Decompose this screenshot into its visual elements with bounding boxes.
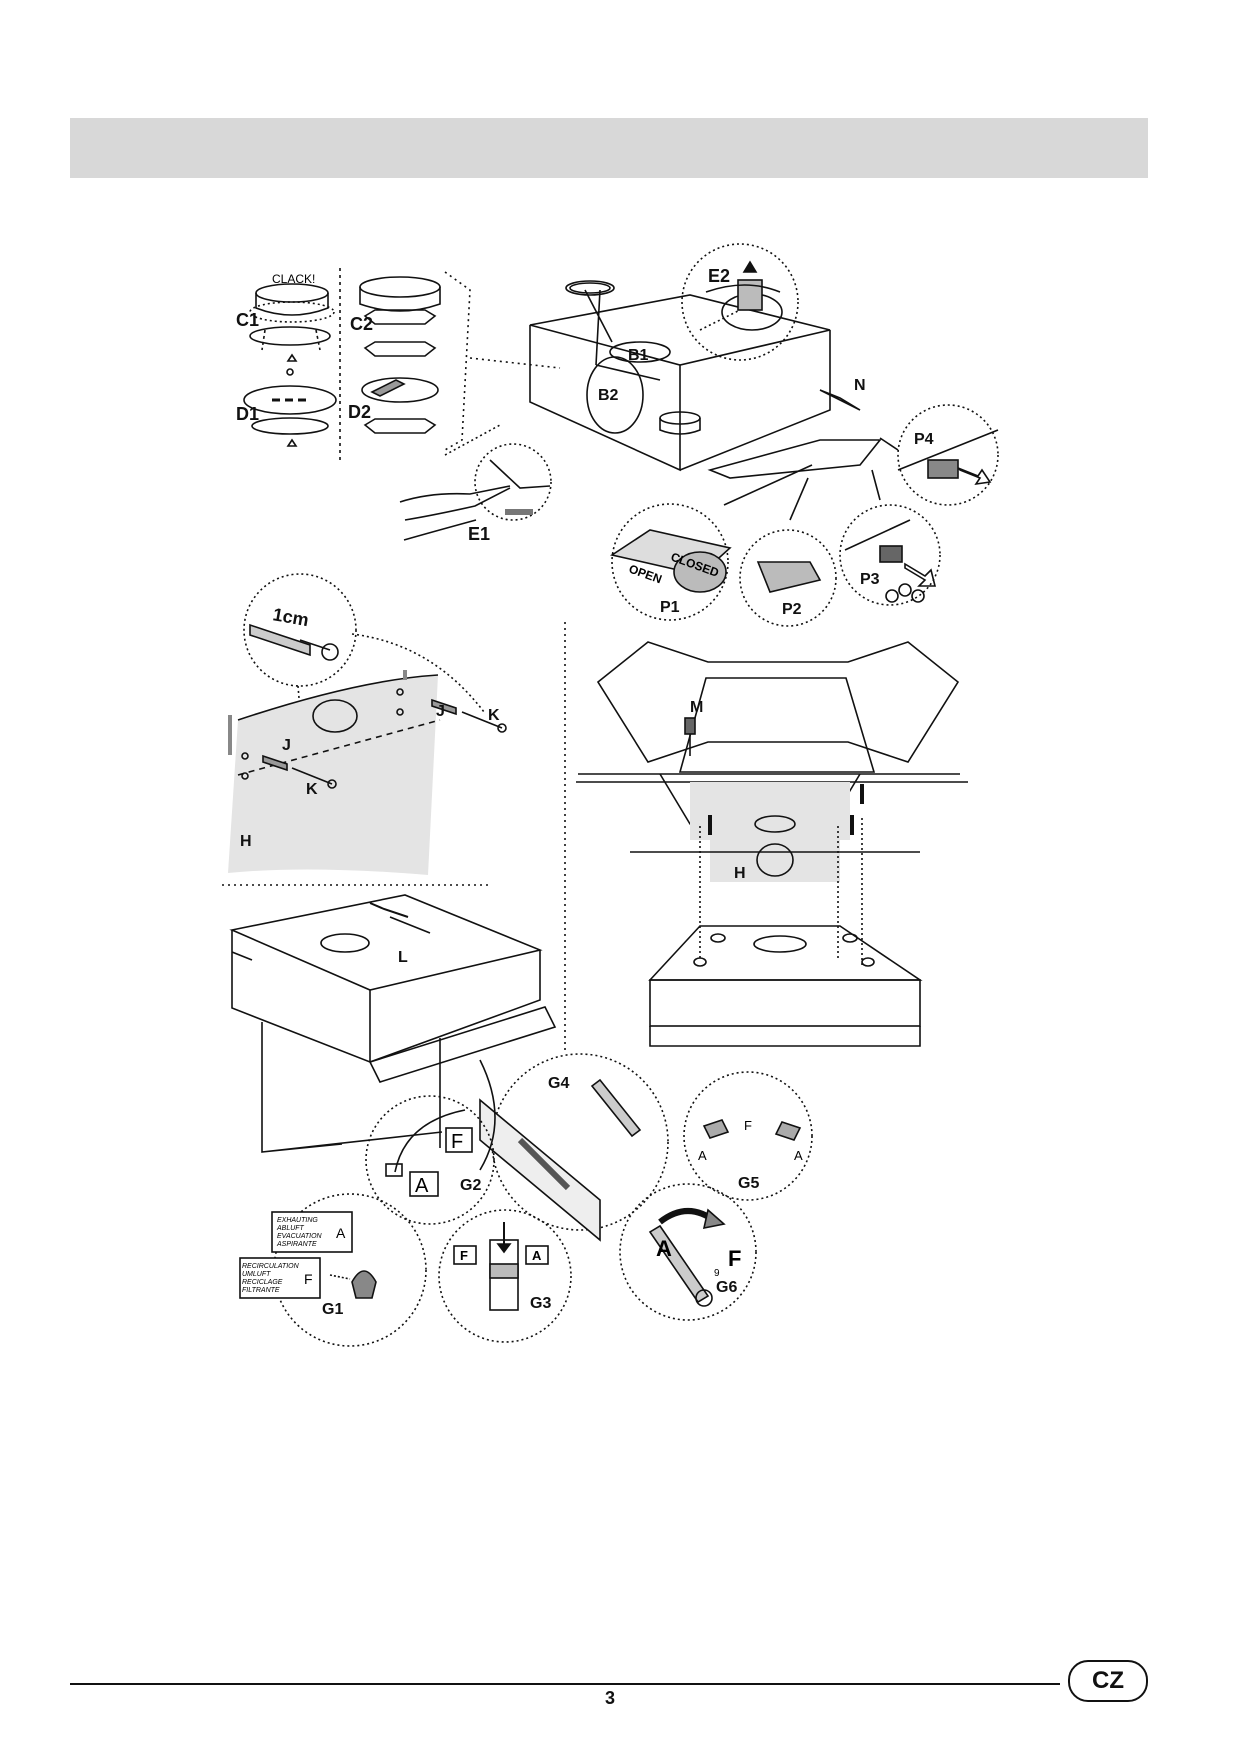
label-e1: E1 [468, 524, 490, 544]
footer-rule [70, 1683, 1060, 1685]
label-1cm: 1cm [271, 604, 310, 630]
exhausting-letter: A [336, 1225, 346, 1241]
exhausting-line-4: ASPIRANTE [276, 1241, 317, 1248]
hood-box-top [529, 280, 882, 479]
header-bar [70, 118, 1148, 178]
g1-exhausting-panel: EXHAUTING ABLUFT EVACUATION ASPIRANTE A [276, 1217, 346, 1248]
label-g3: G3 [530, 1295, 551, 1312]
label-g3-a: A [532, 1248, 542, 1263]
label-g3-f: F [460, 1248, 468, 1263]
recirculation-letter: F [304, 1271, 313, 1287]
page-number: 3 [604, 1688, 615, 1708]
label-d2: D2 [348, 402, 371, 422]
figure-e1 [399, 424, 552, 541]
label-j-right: J [436, 703, 445, 720]
label-n: N [854, 377, 866, 394]
figure-g3 [438, 1209, 572, 1343]
label-clack: CLACK! [272, 272, 315, 286]
figure-p3 [839, 469, 941, 606]
figure-wall-h [228, 670, 507, 875]
label-p1: P1 [660, 599, 680, 616]
label-h-left: H [240, 833, 252, 850]
figure-p2 [739, 477, 837, 627]
label-g5-a-left: A [698, 1148, 707, 1163]
recirculation-line-1: RECIRCULATION [242, 1263, 300, 1270]
recirculation-line-3: RECICLAGE [242, 1279, 283, 1286]
g1-recirculation-panel: RECIRCULATION UMLUFT RECICLAGE FILTRANTE… [242, 1263, 313, 1294]
label-p4: P4 [914, 431, 934, 448]
label-p3: P3 [860, 571, 880, 588]
label-d1: D1 [236, 404, 259, 424]
label-g6-a: A [656, 1236, 672, 1261]
figure-hood-bottom [648, 925, 923, 1047]
figure-c2-d2 [359, 276, 441, 434]
label-g5-a-right: A [794, 1148, 803, 1163]
label-k-left: K [306, 781, 318, 798]
language-badge: CZ [1068, 1660, 1148, 1702]
label-g1: G1 [322, 1301, 343, 1318]
label-k-right: K [488, 707, 500, 724]
recirculation-line-4: FILTRANTE [242, 1287, 280, 1294]
exhausting-line-1: EXHAUTING [277, 1217, 318, 1224]
label-g2-a: A [415, 1175, 429, 1197]
figure-p4 [879, 404, 999, 506]
label-j-left: J [282, 737, 291, 754]
label-g6-nine: 9 [714, 1268, 720, 1279]
figure-g4 [479, 1053, 669, 1242]
label-h-right: H [734, 865, 746, 882]
exhausting-line-3: EVACUATION [277, 1233, 323, 1240]
figure-p1 [609, 464, 813, 621]
label-b1: B1 [628, 347, 649, 364]
label-g2-f: F [451, 1131, 463, 1153]
label-c1: C1 [236, 310, 259, 330]
label-p2: P2 [782, 601, 802, 618]
figure-c1-d1 [243, 283, 337, 447]
figure-hood-l [229, 894, 557, 1153]
label-g5-f: F [744, 1118, 752, 1133]
label-g5: G5 [738, 1175, 759, 1192]
figure-ceiling-mount [576, 641, 968, 968]
label-g6: G6 [716, 1279, 737, 1296]
recirculation-line-2: UMLUFT [242, 1271, 271, 1278]
figure-g5 [683, 1071, 813, 1201]
label-c2: C2 [350, 314, 373, 334]
label-l: L [398, 949, 408, 966]
label-b2: B2 [598, 387, 619, 404]
figure-g1 [239, 1193, 427, 1347]
label-g4: G4 [548, 1075, 569, 1092]
figure-e2 [681, 243, 799, 361]
label-g2: G2 [460, 1177, 481, 1194]
label-m: M [690, 699, 703, 716]
figure-g6 [619, 1183, 757, 1321]
exhausting-line-2: ABLUFT [276, 1225, 305, 1232]
label-e2: E2 [708, 266, 730, 286]
label-g6-f: F [728, 1246, 741, 1271]
figure-g2 [365, 1095, 495, 1225]
